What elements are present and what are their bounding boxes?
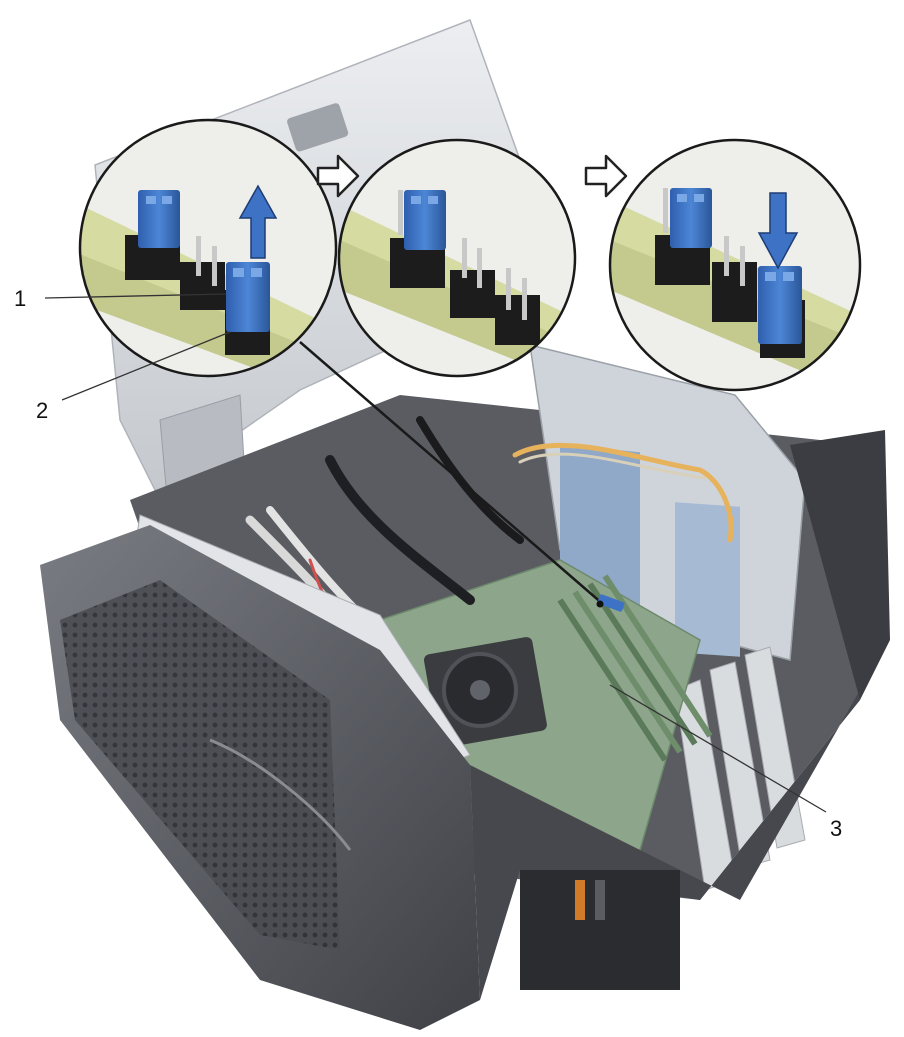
svg-text:2: 2 <box>36 398 48 423</box>
callout-2: 2 <box>36 331 231 423</box>
computer-chassis <box>40 19 890 1030</box>
zoom-leader-line <box>299 341 605 606</box>
callout-3: 3 <box>609 684 842 841</box>
jumper-cap <box>404 190 446 250</box>
jumper-cap <box>670 188 712 248</box>
jumper-cap-installed <box>758 266 802 344</box>
zoom-circle-step-2 <box>337 138 577 378</box>
front-grille <box>60 580 340 950</box>
rear-panel <box>470 440 880 1000</box>
motherboard-jumper <box>596 594 625 612</box>
outline-arrow-right-icon <box>584 154 628 198</box>
jumper-cap-lifted <box>226 262 270 332</box>
arrow-down-icon <box>757 192 799 270</box>
outline-arrow-right-icon <box>316 154 360 198</box>
zoom-circle-step-3 <box>608 138 862 392</box>
svg-text:3: 3 <box>830 816 842 841</box>
arrow-up-icon <box>238 184 278 259</box>
callout-1: 1 <box>14 286 227 311</box>
svg-text:1: 1 <box>14 286 26 311</box>
jumper-cap <box>138 190 180 248</box>
